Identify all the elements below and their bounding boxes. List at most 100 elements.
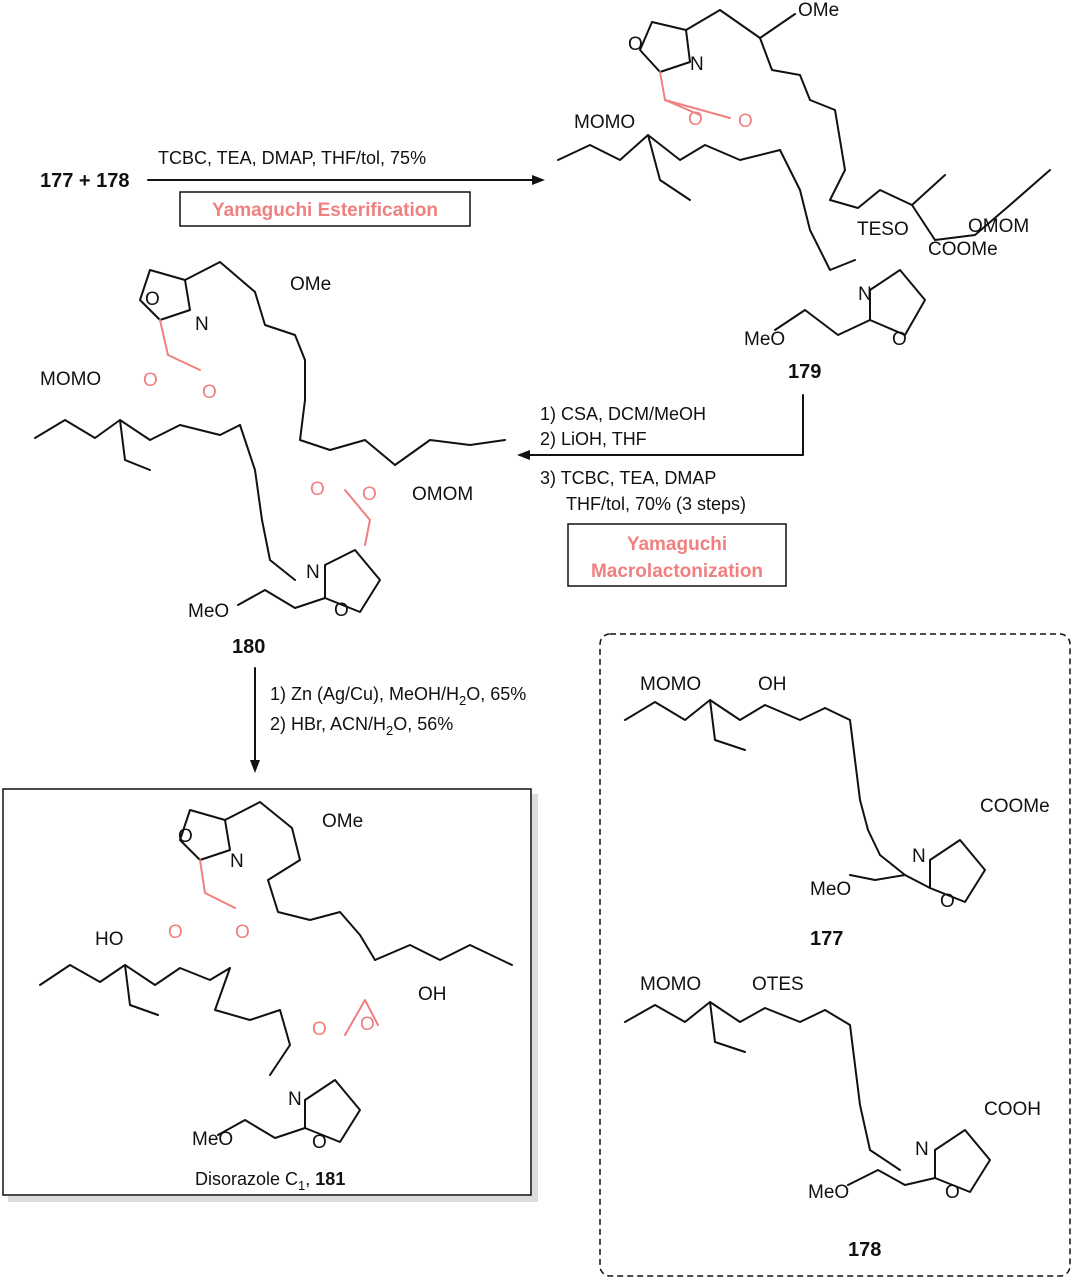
gem-dimethyl [124,964,159,1016]
gem-dimethyl [647,134,691,201]
meo-label: MeO [808,1182,849,1203]
ome-label: OMe [290,274,331,295]
diene-yne-chain [759,37,846,201]
oxazole-ring [139,269,191,321]
compound-181-subscript: 1 [298,1178,305,1193]
cooh-label: COOH [984,1099,1041,1120]
otes-label: OTES [752,974,804,995]
chain-bond [847,1169,936,1186]
yne-chain [239,424,296,581]
atom-o: O [178,826,193,847]
atom-n: N [690,54,704,75]
step2-name-box [567,523,787,587]
chain-bond [774,309,871,336]
ester-o: O [362,484,377,505]
yne-chain [824,1009,901,1171]
step2-arrow [529,394,804,456]
yne-chain [824,707,881,856]
compound-178-label: 178 [848,1239,881,1261]
step2-line1: 1) CSA, DCM/MeOH [540,404,706,424]
atom-o: O [145,289,160,310]
step1-name-box [179,191,471,227]
atom-n: N [195,314,209,335]
ome-label: OMe [322,811,363,832]
atom-n: N [230,851,244,872]
oxazole-ring [179,809,231,861]
alkene-bond [879,854,906,876]
yne-chain [779,149,856,271]
ester-o: O [168,922,183,943]
atom-o: O [940,891,955,912]
gem-dimethyl [119,419,151,471]
ome-label: OMe [798,0,839,21]
oh-label: OH [758,674,787,695]
compound-181: O N OMe O O HO OH O O N O MeO Disorazole… [39,801,513,1193]
ester-carbonyl-o: O [202,382,217,403]
step2-arrowhead [517,450,530,460]
ester-o: O [143,370,158,391]
compound-181-number: 181 [315,1169,345,1189]
reactants-box [599,633,1071,1277]
oh-label: OH [418,984,447,1005]
compound-178: MOMO OTES N O COOH MeO 178 [624,974,1041,1261]
step3-line2-a: 2) HBr, ACN/H [270,714,386,734]
momo-label: MOMO [40,369,101,390]
step2-name1: Yamaguchi [627,534,727,555]
step2-line2: 2) LiOH, THF [540,429,647,449]
step2-line3: 3) TCBC, TEA, DMAP [540,468,716,488]
teso-label: TESO [857,219,909,240]
atom-n: N [912,846,926,867]
atom-o: O [312,1132,327,1153]
compound-177: MOMO OH N O COOMe MeO 177 [624,674,1050,950]
left-chain [34,419,241,441]
omom-label: OMOM [968,216,1029,237]
oxazole-ring [934,1129,991,1193]
ester-bond-2 [344,999,379,1036]
compound-177-label: 177 [810,928,843,950]
reactants-label: 177 + 178 [40,170,130,192]
step3-line2: 2) HBr, ACN/H2O, 56% [270,714,453,738]
chain-bond [184,261,256,293]
oxazole-ring-2 [869,269,926,336]
atom-n: N [858,284,872,305]
momo-label: MOMO [640,974,701,995]
meo-label: MeO [192,1129,233,1150]
compound-181-label: Disorazole C1, 181 [195,1169,345,1193]
wedge-bond [759,13,796,39]
ester-bond [199,859,236,909]
ester-bond [159,319,201,371]
step3-line1-a: 1) Zn (Ag/Cu), MeOH/H [270,684,459,704]
step1-conditions: TCBC, TEA, DMAP, THF/tol, 75% [158,148,426,168]
oxazole-ring [639,21,691,73]
chain-bond [685,9,761,39]
atom-o: O [628,34,643,55]
omom-label: OMOM [412,484,473,505]
polyene-chain [267,827,376,961]
momo-label: MOMO [574,112,635,133]
momo-label: MOMO [640,674,701,695]
step1-name: Yamaguchi Esterification [212,200,438,221]
diene-yne-chain [254,291,396,466]
ester-o: O [360,1014,375,1035]
ester-bond-2 [344,489,371,546]
step1-arrowhead [532,175,545,185]
ester-carbonyl-o: O [310,479,325,500]
right-chain [374,944,513,966]
step3-line2-b: O, 56% [393,714,453,734]
step3-line1-b: O, 65% [466,684,526,704]
right-chain [911,169,1051,241]
left-chain [624,1001,826,1023]
gem-dimethyl [709,1001,746,1053]
meo-label: MeO [744,329,785,350]
atom-o: O [334,600,349,621]
left-chain [557,134,781,161]
ester-o: O [688,109,703,130]
atom-o: O [945,1182,960,1203]
meo-label: MeO [810,879,851,900]
chain-bond [217,1119,306,1139]
gem-dimethyl [709,699,746,751]
step2-line4: THF/tol, 70% (3 steps) [566,494,746,514]
step3-line2-sub: 2 [386,723,393,738]
